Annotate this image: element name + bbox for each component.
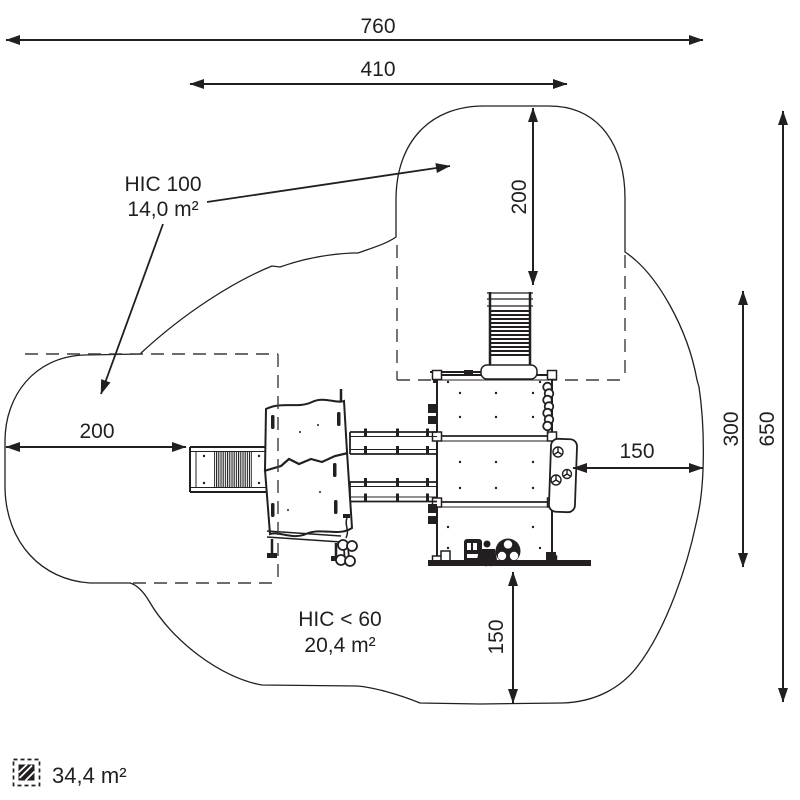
hic100-leaders: [100, 163, 451, 395]
slide: [189, 446, 266, 493]
steering-wheel-icon: [495, 538, 521, 564]
overall-depth-label: 650: [756, 411, 779, 446]
hic100-area-label: 14,0 m²: [127, 198, 198, 221]
bridge-upper: [349, 428, 437, 455]
leader-to-left-zone: [100, 223, 164, 395]
equipment-width-label: 410: [360, 58, 395, 81]
hanging-hold: [335, 514, 358, 567]
steering-wheel-icon: [550, 446, 573, 486]
right-zone-label: 150: [619, 440, 654, 463]
leader-to-upper-zone: [206, 163, 451, 203]
playground-equipment: [189, 292, 591, 567]
hic100-label: HIC 100: [124, 173, 201, 196]
legend: 34,4 m²: [12, 758, 127, 788]
hatched-area-icon: [12, 758, 41, 787]
bridge-lower: [349, 478, 437, 503]
climbing-chain: [542, 381, 555, 434]
hic60-label: HIC < 60: [298, 608, 381, 631]
hand-hold-slots: [271, 412, 341, 517]
bolt-dots: [446, 380, 542, 550]
hic100-upper-zone-boundary: [396, 245, 626, 381]
ladder-step: [480, 364, 538, 380]
safety-zone-outline: [4, 105, 705, 705]
hic100-left-zone-boundary: [25, 353, 279, 584]
side-play-panel: [548, 437, 578, 514]
right-span-label: 300: [720, 411, 743, 446]
left-zone-label: 200: [79, 420, 114, 443]
hic60-area-label: 20,4 m²: [304, 634, 375, 657]
main-tower: [428, 369, 558, 566]
climbing-wall: [263, 389, 354, 561]
bottom-zone-label: 150: [485, 619, 508, 654]
overall-width-label: 760: [360, 15, 395, 38]
play-dashboard: [428, 538, 591, 567]
top-zone-label: 200: [508, 179, 531, 214]
dimensions: [5, 35, 788, 704]
legend-area-label: 34,4 m²: [52, 763, 127, 788]
